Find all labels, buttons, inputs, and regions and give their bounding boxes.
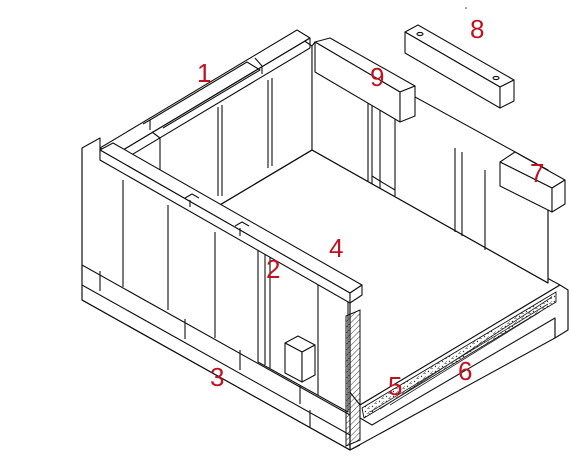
beam-9 — [314, 37, 416, 123]
label-8: 8 — [470, 14, 485, 44]
foundation-bed — [359, 284, 569, 426]
label-7: 7 — [530, 158, 545, 188]
label-2: 2 — [266, 254, 281, 284]
beam-8 — [404, 7, 515, 109]
label-1: 1 — [197, 58, 212, 88]
label-5: 5 — [388, 371, 403, 401]
beam-7 — [499, 151, 566, 213]
beam-2 — [99, 142, 363, 304]
base-plinth — [81, 299, 556, 451]
label-4: 4 — [329, 233, 344, 263]
label-9: 9 — [370, 62, 385, 92]
label-3: 3 — [210, 362, 225, 392]
label-6: 6 — [458, 356, 473, 386]
